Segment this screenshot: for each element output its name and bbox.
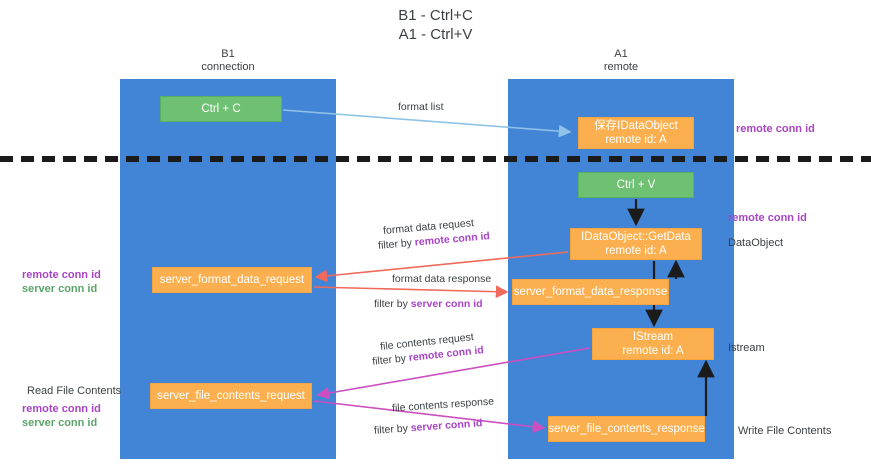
annotation-left-conn-ids-1: remote conn id server conn id bbox=[22, 268, 101, 296]
filter-prefix-3: filter by bbox=[371, 352, 410, 368]
edge-label-format-data-response-filter: filter by server conn id bbox=[374, 298, 483, 311]
filter-id-server-1: server conn id bbox=[410, 298, 483, 310]
annotation-left-server-conn-id-2: server conn id bbox=[22, 417, 98, 429]
node-ctrl-v-label: Ctrl + V bbox=[616, 179, 656, 191]
column-a1-role: remote bbox=[603, 61, 639, 73]
node-istream-line1: IStream bbox=[632, 331, 674, 343]
annotation-dataobject: DataObject bbox=[728, 237, 784, 249]
edge-format-data-response bbox=[313, 285, 509, 299]
edge-label-format-list: format list bbox=[398, 101, 444, 113]
filter-prefix-1: filter by bbox=[377, 236, 416, 252]
annotation-left-remote-conn-id-2: remote conn id bbox=[22, 403, 101, 415]
node-server-format-data-response-label: server_format_data_response bbox=[513, 286, 668, 298]
edge-label-format-data-response: format data response bbox=[392, 273, 492, 285]
node-getdata-line2: remote id: A bbox=[605, 245, 667, 257]
column-header-b1: B1 connection bbox=[120, 48, 336, 74]
title-line-1: B1 - Ctrl+C bbox=[398, 7, 473, 24]
annotation-left-server-conn-id-1: server conn id bbox=[22, 283, 98, 295]
column-b1-name: B1 bbox=[221, 48, 235, 60]
annotation-istream: Istream bbox=[728, 342, 765, 354]
title-line-2: A1 - Ctrl+V bbox=[398, 26, 473, 43]
phase-divider bbox=[0, 156, 871, 162]
column-a1-name: A1 bbox=[614, 48, 628, 60]
filter-prefix-2: filter by bbox=[374, 298, 411, 310]
node-server-file-contents-response[interactable]: server_file_contents_response bbox=[548, 416, 705, 442]
node-server-file-contents-request[interactable]: server_file_contents_request bbox=[150, 383, 312, 409]
node-store-idataobject-line2: remote id: A bbox=[605, 134, 667, 146]
node-istream[interactable]: IStream remote id: A bbox=[592, 328, 714, 360]
column-b1-role: connection bbox=[201, 61, 255, 73]
column-header-a1: A1 remote bbox=[508, 48, 734, 74]
annotation-left-conn-ids-2: remote conn id server conn id bbox=[22, 402, 101, 430]
node-server-format-data-request-label: server_format_data_request bbox=[159, 274, 305, 286]
node-ctrl-c[interactable]: Ctrl + C bbox=[160, 96, 282, 122]
node-store-idataobject-line1: 保存IDataObject bbox=[594, 120, 678, 132]
annotation-remote-conn-id-mid: remote conn id bbox=[728, 212, 807, 224]
filter-prefix-4: filter by bbox=[373, 422, 412, 437]
annotation-write-file-contents: Write File Contents bbox=[738, 425, 832, 437]
filter-id-server-2: server conn id bbox=[410, 417, 483, 435]
node-ctrl-v[interactable]: Ctrl + V bbox=[578, 172, 694, 198]
annotation-remote-conn-id-top: remote conn id bbox=[736, 123, 815, 135]
edge-label-file-contents-response: file contents response bbox=[391, 395, 495, 415]
node-server-format-data-response[interactable]: server_format_data_response bbox=[512, 279, 669, 305]
annotation-read-file-contents: Read File Contents bbox=[27, 385, 122, 397]
node-store-idataobject[interactable]: 保存IDataObject remote id: A bbox=[578, 117, 694, 149]
node-getdata-line1: IDataObject::GetData bbox=[581, 231, 691, 243]
node-istream-line2: remote id: A bbox=[622, 345, 684, 357]
page-title: B1 - Ctrl+C A1 - Ctrl+V bbox=[0, 6, 871, 44]
node-ctrl-c-label: Ctrl + C bbox=[201, 103, 241, 115]
edge-label-file-contents-response-filter: filter by server conn id bbox=[374, 417, 483, 438]
node-server-file-contents-response-label: server_file_contents_response bbox=[548, 423, 705, 435]
node-idataobject-getdata[interactable]: IDataObject::GetData remote id: A bbox=[570, 228, 702, 260]
annotation-left-remote-conn-id-1: remote conn id bbox=[22, 269, 101, 281]
node-server-file-contents-request-label: server_file_contents_request bbox=[157, 390, 305, 402]
node-server-format-data-request[interactable]: server_format_data_request bbox=[152, 267, 312, 293]
